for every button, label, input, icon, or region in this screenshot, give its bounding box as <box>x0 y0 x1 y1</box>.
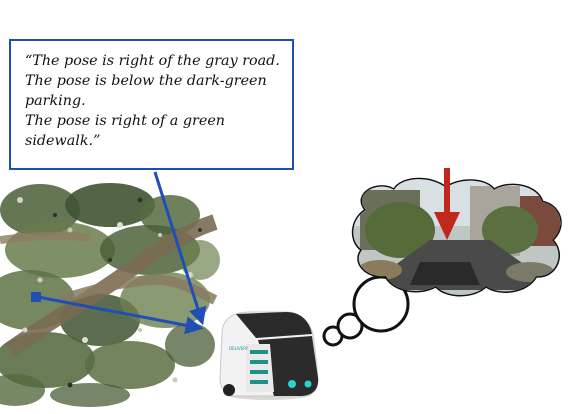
caption-line: parking. <box>25 93 86 109</box>
vehicle-headlight-left <box>288 380 296 388</box>
vehicle-headlight-right <box>304 380 312 388</box>
caption-pointer-arrow <box>153 171 207 326</box>
caption-box: “The pose is right of the gray road. The… <box>9 39 294 170</box>
caption-line: sidewalk.” <box>25 133 101 149</box>
caption-line: The pose is below the dark-green <box>25 73 267 89</box>
vehicle-side-stripes <box>250 350 268 384</box>
caption-line: The pose is right of a green <box>25 113 225 129</box>
point-cloud-speckles <box>17 197 202 388</box>
thought-bubble <box>322 168 562 347</box>
location-pin-arrow <box>434 168 460 240</box>
street-view-scene <box>353 179 561 295</box>
delivery-vehicle-icon: DELIVERY <box>219 311 319 400</box>
vehicle-brand-text: DELIVERY <box>229 346 249 351</box>
pose-start-marker <box>31 292 41 302</box>
point-cloud-road <box>0 214 218 357</box>
thought-bubble-medium <box>336 312 364 340</box>
caption-line: “The pose is right of the gray road. <box>25 53 280 69</box>
pose-arrow <box>31 292 204 335</box>
